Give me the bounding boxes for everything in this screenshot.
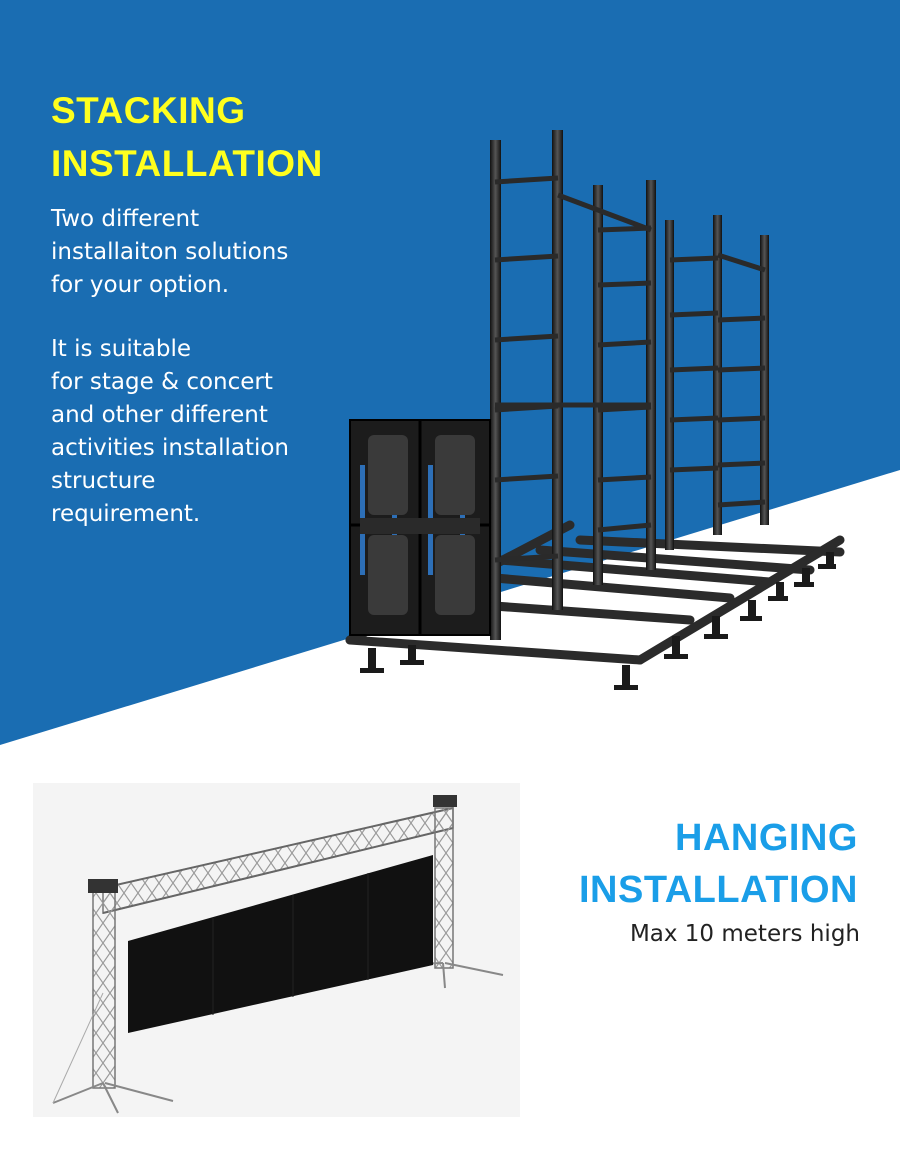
description-line: for your option. (51, 272, 230, 298)
description-line: for stage & concert (51, 369, 273, 395)
stacking-title: STACKING INSTALLATION (51, 84, 323, 190)
hanging-title-line-2: INSTALLATION (579, 869, 858, 911)
blue-diagonal-background (0, 0, 900, 745)
description-line: and other different (51, 402, 268, 428)
description-line: requirement. (51, 501, 201, 527)
description-line: structure (51, 468, 156, 494)
stacking-title-line-2: INSTALLATION (51, 143, 323, 184)
stacking-description-1: Two different installaiton solutions for… (51, 203, 288, 302)
description-line: It is suitable (51, 336, 191, 362)
stacking-title-line-1: STACKING (51, 90, 246, 131)
description-line: Two different (51, 206, 200, 232)
stacking-frame-image (340, 120, 880, 710)
hanging-truss-image (33, 783, 520, 1117)
hanging-subtitle: Max 10 meters high (629, 921, 860, 947)
description-line: installaiton solutions (51, 239, 289, 265)
hanging-title-line-1: HANGING (675, 817, 858, 859)
description-line: activities installation (51, 435, 289, 461)
stacking-description-2: It is suitable for stage & concert and o… (51, 333, 289, 531)
hanging-title: HANGING INSTALLATION (579, 812, 858, 916)
